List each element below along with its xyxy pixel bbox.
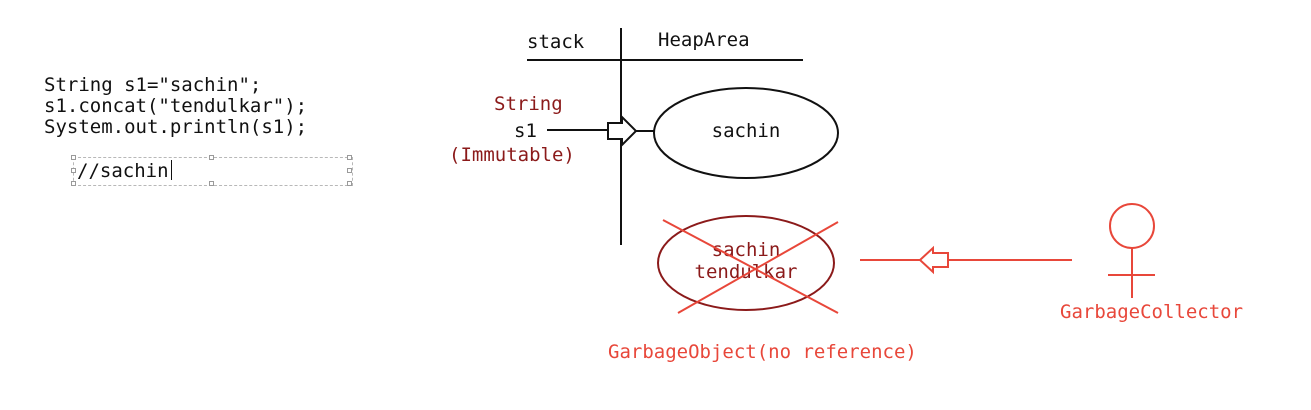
garbage-object-caption: GarbageObject(no reference) [608,341,917,363]
resize-handle-bottom-right[interactable] [347,181,352,186]
output-comment-text: //sachin [77,160,172,182]
output-comment-textbox[interactable]: //sachin [71,155,353,186]
immutable-note: (Immutable) [449,144,575,166]
heap-label: HeapArea [658,29,750,51]
live-object-ellipse [653,87,839,179]
stack-label: stack [527,31,585,53]
resize-handle-bottom-left[interactable] [71,181,76,186]
reference-arrow-head [607,114,638,148]
code-line-concat: s1.concat("tendulkar"); [44,95,308,117]
resize-handle-left[interactable] [71,168,76,173]
resize-handle-top[interactable] [209,155,214,160]
reference-variable-label: s1 [514,120,537,142]
resize-handle-top-right[interactable] [347,155,352,160]
live-object-label: sachin [712,120,781,142]
resize-handle-top-left[interactable] [71,155,76,160]
resize-handle-right[interactable] [347,168,352,173]
collector-arrow-head [918,245,949,275]
garbage-collector-actor-icon [1108,203,1155,298]
strike-through-line-2 [677,221,839,314]
code-line-println: System.out.println(s1); [44,116,308,138]
garbage-object-ellipse [657,215,835,311]
text-caret [170,160,172,180]
reference-type-label: String [494,93,563,115]
strike-through-line-1 [662,219,839,314]
garbage-object-line1: sachin [712,239,781,261]
resize-handle-bottom[interactable] [209,181,214,186]
garbage-collector-label: GarbageCollector [1060,301,1243,323]
code-line-declaration: String s1="sachin"; [44,74,262,96]
